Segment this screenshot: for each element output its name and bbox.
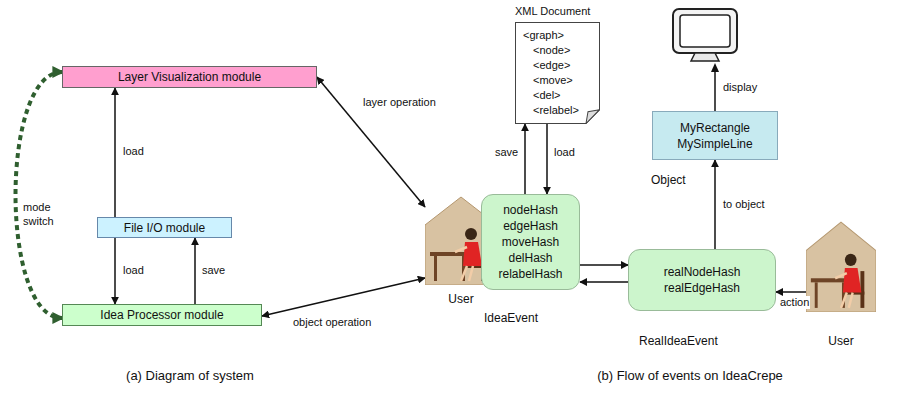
flow-arrow xyxy=(114,88,116,217)
edge-label: layer operation xyxy=(362,96,437,109)
node-text: nodeHash xyxy=(503,202,558,218)
node-text: relabelHash xyxy=(498,266,562,282)
flow-arrow xyxy=(114,238,116,304)
node-text: MySimpleLine xyxy=(677,136,752,152)
edge-label: action xyxy=(779,296,810,309)
node-text: moveHash xyxy=(502,234,559,250)
node-heading: XML Document xyxy=(515,5,590,17)
node-text: realNodeHash xyxy=(664,264,741,280)
node-body: <graph><node><edge><move><del><relabel> xyxy=(515,22,600,124)
flow-arrow xyxy=(580,264,628,266)
edge-label: load xyxy=(122,145,145,158)
flow-arrow xyxy=(714,160,716,249)
node-body: MyRectangleMySimpleLine xyxy=(653,112,777,159)
module-box: File I/O module xyxy=(97,217,232,238)
edge-label: object operation xyxy=(292,316,372,329)
module-box: Idea Processor module xyxy=(62,304,262,326)
edge-label: load xyxy=(553,146,576,159)
node-heading: IdeaEvent xyxy=(484,311,538,325)
node-text: <edge> xyxy=(533,58,570,73)
node-text: edgeHash xyxy=(503,218,558,234)
figure-caption: (b) Flow of events on IdeaCrepe xyxy=(520,368,860,383)
node-body: Idea Processor module xyxy=(63,305,261,325)
node-text: MyRectangle xyxy=(680,120,750,136)
flow-arrow xyxy=(776,291,806,293)
figure-caption: (a) Diagram of system xyxy=(40,368,340,383)
node-heading: User xyxy=(806,334,876,348)
node-body: realNodeHashrealEdgeHash xyxy=(629,250,775,310)
node-heading: Object xyxy=(651,173,686,187)
node-text: <del> xyxy=(533,88,561,103)
mode-switch-arrow xyxy=(16,72,63,318)
display-label: display xyxy=(722,81,758,94)
node-body: File I/O module xyxy=(98,218,231,237)
node-text: <move> xyxy=(533,73,573,88)
edge-label: to object xyxy=(722,198,766,211)
monitor-icon xyxy=(673,9,737,61)
user-icon xyxy=(806,220,876,312)
node-body xyxy=(806,220,876,312)
node-text: delHash xyxy=(508,250,552,266)
node-text: <node> xyxy=(533,43,570,58)
flow-arrow xyxy=(194,238,196,304)
flow-arrow xyxy=(262,278,425,316)
event-box: realNodeHashrealEdgeHashRealIdeaEvent xyxy=(628,249,776,311)
node-body: Layer Visualization module xyxy=(63,67,316,87)
object-box: MyRectangleMySimpleLineObject xyxy=(652,111,778,160)
edge-label: save xyxy=(494,146,519,159)
flow-arrow xyxy=(546,124,548,194)
event-box: nodeHashedgeHashmoveHashdelHashrelabelHa… xyxy=(481,194,580,290)
node-text: <graph> xyxy=(523,28,564,43)
xml-document: <graph><node><edge><move><del><relabel>X… xyxy=(515,22,600,124)
flow-arrow xyxy=(580,281,628,283)
module-box: Layer Visualization module xyxy=(62,66,317,88)
node-text: File I/O module xyxy=(124,221,205,235)
node-text: Idea Processor module xyxy=(100,308,223,322)
user-figure: User xyxy=(806,220,876,312)
flow-arrow xyxy=(524,124,526,194)
node-heading: User xyxy=(425,292,497,306)
edge-label: load xyxy=(122,264,145,277)
node-heading: RealIdeaEvent xyxy=(639,334,718,348)
edge-label: save xyxy=(201,264,226,277)
node-body: nodeHashedgeHashmoveHashdelHashrelabelHa… xyxy=(482,195,579,289)
edge-label: mode switch xyxy=(22,200,62,228)
node-text: Layer Visualization module xyxy=(118,70,261,84)
display-arrow xyxy=(711,63,719,111)
node-text: realEdgeHash xyxy=(664,280,740,296)
node-text: <relabel> xyxy=(533,103,579,118)
